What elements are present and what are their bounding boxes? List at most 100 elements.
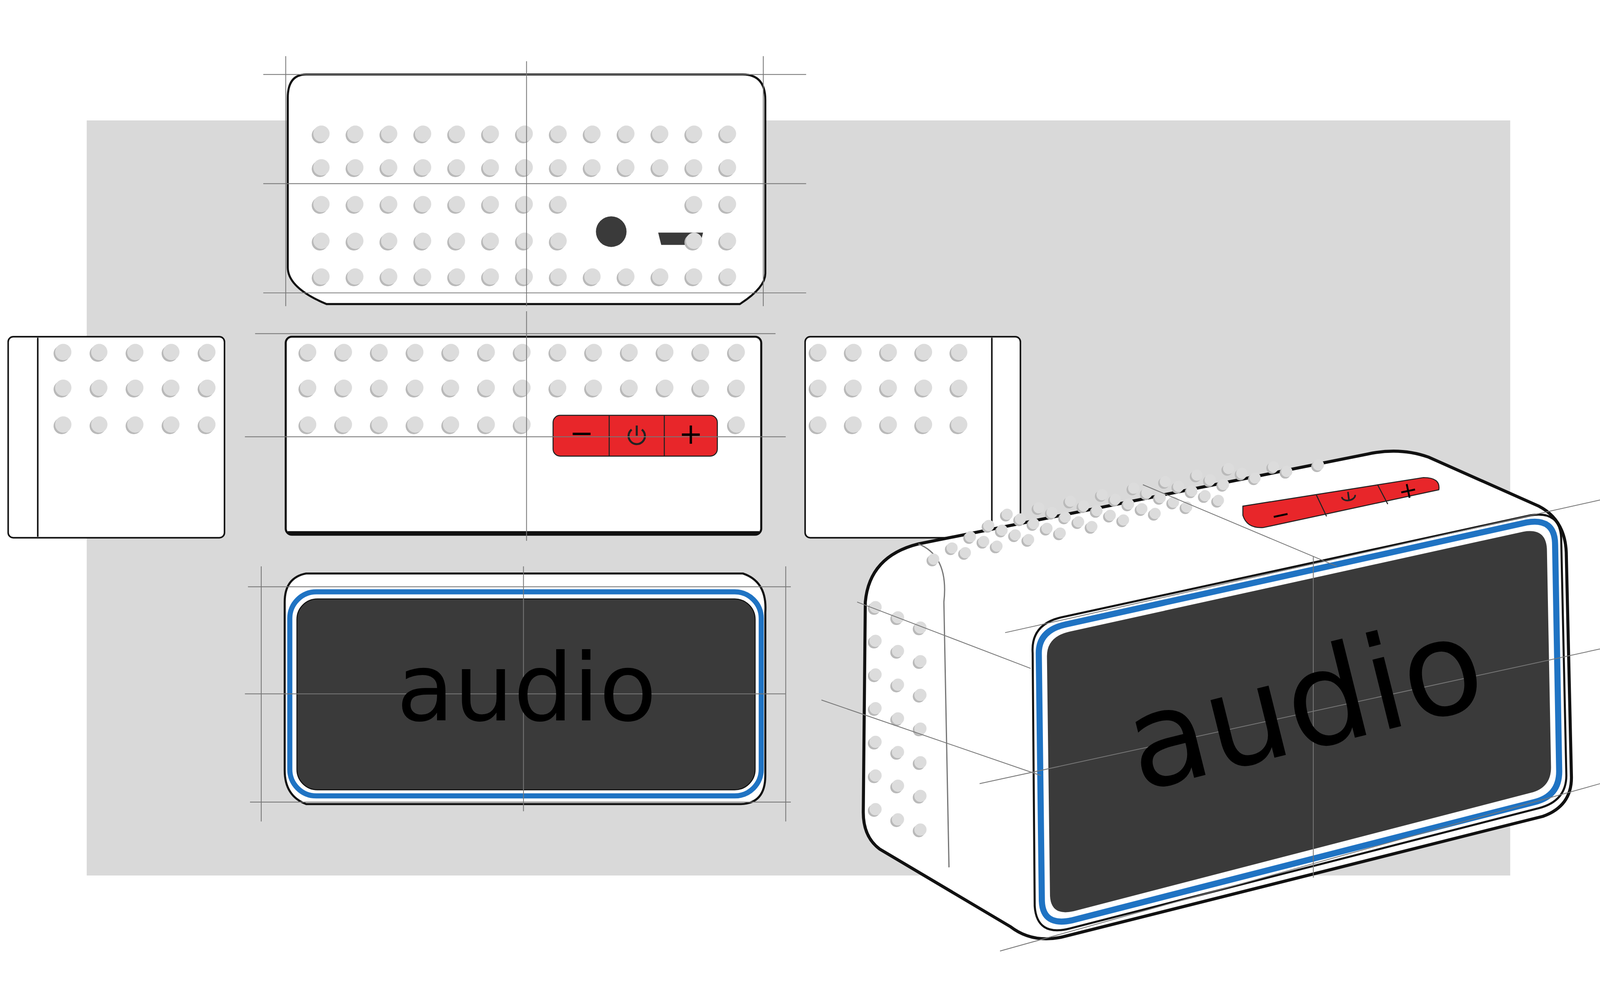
- grille-hole: [959, 547, 971, 559]
- grille-hole: [991, 540, 1003, 552]
- grille-hole: [347, 125, 364, 142]
- grille-hole: [380, 159, 398, 176]
- grille-hole: [1191, 469, 1203, 481]
- grille-hole: [550, 343, 567, 360]
- grille-hole: [618, 159, 635, 176]
- grille-hole: [1027, 517, 1040, 530]
- minus-symbol: −: [569, 419, 594, 449]
- grille-hole: [1109, 493, 1121, 505]
- grille-hole: [685, 232, 703, 249]
- grille-hole: [300, 379, 317, 396]
- guide-lines: [245, 56, 807, 822]
- grille-hole: [478, 343, 495, 360]
- grille-hole: [720, 159, 737, 176]
- grille-hole: [1167, 496, 1180, 508]
- grille-hole: [585, 343, 603, 360]
- grille-hole: [1033, 502, 1045, 514]
- grille-hole: [685, 195, 703, 213]
- front-view: [284, 573, 766, 804]
- grille-hole: [1041, 522, 1053, 535]
- grille-hole: [1281, 465, 1293, 478]
- grille-hole: [891, 779, 904, 792]
- grille-hole: [127, 379, 144, 396]
- grille-hole: [91, 379, 108, 396]
- grille: [1047, 530, 1552, 913]
- grille-hole: [1009, 529, 1021, 541]
- blue-trim: [1038, 521, 1560, 922]
- grille-hole: [880, 379, 897, 396]
- grille-hole: [621, 343, 638, 360]
- grille-hole: [914, 688, 927, 701]
- grille-hole: [685, 125, 703, 142]
- grille-hole: [618, 268, 635, 285]
- grille-hole: [127, 343, 144, 360]
- grille-hole: [550, 195, 567, 213]
- grille-hole: [347, 268, 364, 285]
- grille-hole: [685, 268, 703, 285]
- grille-hole: [516, 232, 533, 249]
- grille-hole: [127, 416, 144, 433]
- grille-hole: [845, 379, 862, 396]
- grille-hole: [415, 268, 432, 285]
- grille-hole: [448, 232, 465, 249]
- grille-hole: [1199, 490, 1211, 502]
- grille-hole: [621, 379, 638, 396]
- grille-hole: [407, 416, 424, 433]
- grille-hole: [914, 655, 927, 668]
- grille-hole: [516, 159, 533, 176]
- grille-hole: [652, 268, 669, 285]
- grille-hole: [371, 416, 388, 433]
- grille-hole: [442, 379, 460, 396]
- grille-hole: [891, 645, 904, 658]
- speaker-body: [863, 451, 1572, 939]
- grille-hole: [720, 232, 737, 249]
- grille-hole: [313, 195, 330, 213]
- grille-hole: [550, 125, 567, 142]
- grille-hole: [869, 735, 882, 748]
- grille-hole: [1015, 513, 1027, 525]
- grille-hole: [482, 159, 499, 176]
- grille-hole: [946, 542, 958, 554]
- power-symbol: [1341, 491, 1355, 501]
- grille-hole: [869, 634, 882, 647]
- plus-symbol: +: [1396, 477, 1420, 504]
- grille-hole: [869, 802, 882, 815]
- grille-hole: [407, 379, 424, 396]
- grille-hole: [55, 416, 72, 433]
- grille-hole: [300, 416, 317, 433]
- left-view: [8, 336, 225, 538]
- grille-hole: [657, 379, 674, 396]
- grille-hole: [585, 379, 603, 396]
- grille-hole: [891, 712, 904, 725]
- grille-hole: [55, 379, 72, 396]
- grille-hole: [550, 232, 567, 249]
- plus-symbol: +: [678, 420, 703, 450]
- grille-hole: [1159, 475, 1171, 488]
- grille-hole: [1172, 480, 1185, 493]
- grille-hole: [482, 232, 499, 249]
- grille-hole: [514, 379, 531, 396]
- grille-hole: [1072, 516, 1085, 528]
- grille-hole: [313, 159, 330, 176]
- grille-hole: [692, 379, 710, 396]
- grille-hole: [1054, 527, 1066, 539]
- grille-hole: [347, 159, 364, 176]
- grille-hole: [516, 268, 533, 285]
- grille-hole: [163, 379, 180, 396]
- grille-hole: [335, 416, 353, 433]
- grille-hole: [1104, 509, 1116, 521]
- grille-hole: [516, 125, 533, 142]
- grille-hole: [163, 343, 180, 360]
- grille-hole: [371, 379, 388, 396]
- grille-hole: [482, 195, 499, 213]
- grille-hole: [482, 125, 499, 142]
- grille-hole: [335, 343, 353, 360]
- grille-hole: [810, 416, 827, 433]
- grille-hole: [657, 343, 674, 360]
- grille-hole: [415, 195, 432, 213]
- grille-hole: [478, 379, 495, 396]
- guide-lines: [821, 484, 1600, 951]
